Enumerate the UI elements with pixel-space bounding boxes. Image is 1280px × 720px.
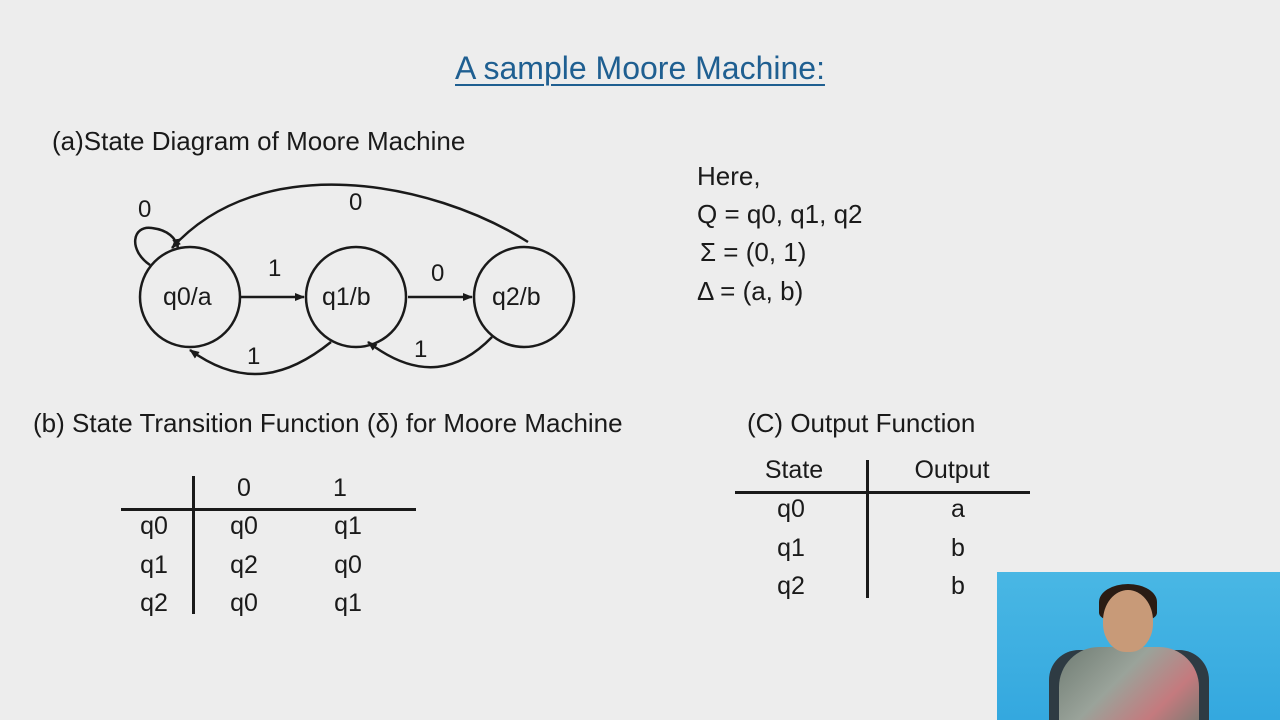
transition-row-state: q1 — [140, 551, 168, 579]
transition-col-1: 1 — [333, 474, 347, 502]
state-q2-label: q2/b — [492, 283, 541, 311]
edge-q2-q0 — [171, 183, 529, 249]
edge-label-q0-q0: 0 — [138, 196, 152, 223]
edge-label-q0-q1: 1 — [268, 255, 282, 282]
output-col-state: State — [764, 456, 824, 484]
edge-q1-q0 — [189, 341, 332, 376]
transition-cell: q0 — [230, 589, 258, 617]
output-row-state: q1 — [777, 534, 805, 562]
transition-cell: q1 — [334, 512, 362, 540]
output-table-divider — [866, 460, 869, 598]
transition-table-header-rule — [121, 508, 416, 511]
definition-output-alphabet: Δ = (a, b) — [697, 276, 804, 306]
presenter-video — [997, 572, 1280, 720]
definition-input-alphabet: Σ = (0, 1) — [700, 237, 807, 267]
output-row-state: q0 — [777, 495, 805, 523]
presenter-body — [1059, 647, 1199, 720]
edge-q2-q1 — [367, 336, 493, 369]
output-col-output: Output — [914, 456, 990, 484]
output-row-value: b — [951, 534, 965, 562]
output-row-value: b — [951, 572, 965, 600]
output-row-state: q2 — [777, 572, 805, 600]
transition-cell: q1 — [334, 589, 362, 617]
state-q1-label: q1/b — [322, 283, 371, 311]
transition-table-divider — [192, 476, 195, 614]
definitions-here: Here, — [697, 161, 761, 191]
presenter-head — [1103, 590, 1153, 652]
transition-cell: q0 — [230, 512, 258, 540]
edge-label-q2-q1: 1 — [414, 336, 428, 363]
edge-label-q2-q0: 0 — [349, 189, 363, 216]
transition-col-0: 0 — [237, 474, 251, 502]
section-b-heading: (b) State Transition Function (δ) for Mo… — [33, 408, 623, 438]
transition-row-state: q2 — [140, 589, 168, 617]
edge-label-q1-q0: 1 — [247, 343, 261, 370]
transition-row-state: q0 — [140, 512, 168, 540]
output-row-value: a — [951, 495, 965, 523]
state-q2-circle — [472, 245, 576, 349]
section-a-heading: (a)State Diagram of Moore Machine — [52, 126, 466, 156]
output-table-header-rule — [735, 491, 1030, 494]
section-c-heading: (C) Output Function — [747, 408, 976, 438]
slide-title: A sample Moore Machine: — [455, 50, 825, 86]
state-q0-circle — [138, 245, 242, 349]
state-q0-label: q0/a — [163, 283, 212, 311]
transition-cell: q2 — [230, 551, 258, 579]
edge-label-q1-q2: 0 — [431, 260, 445, 287]
state-q1-circle — [304, 245, 408, 349]
transition-cell: q0 — [334, 551, 362, 579]
definition-states: Q = q0, q1, q2 — [697, 199, 863, 229]
